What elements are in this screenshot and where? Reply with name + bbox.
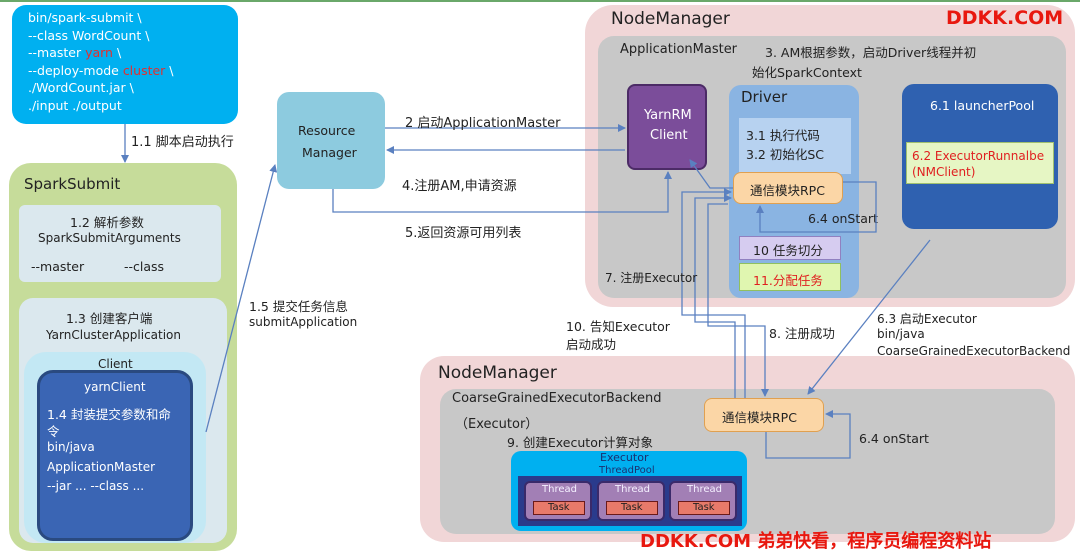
backend-subtitle: （Executor） [455,417,539,432]
task-assign-label: 11.分配任务 [753,273,823,288]
task-split-label: 10 任务切分 [753,243,823,258]
edge-notify-started [694,194,736,398]
edge-label-10b: 启动成功 [566,337,617,352]
encap-line-2: 令 [47,424,60,439]
thread-label: Thread [615,484,650,495]
edge-driver-onstart [756,181,877,233]
yarn-client-label: yarnClient [84,380,146,394]
edge-label-7: 7. 注册Executor [605,271,698,285]
thread-pool-label: ThreadPool [599,465,655,476]
edge-label-5: 5.返回资源可用列表 [405,226,522,241]
watermark-top: DDKK.COM [946,7,1064,29]
rm-label-2: Manager [302,145,357,160]
task-label: Task [693,502,715,513]
parse-args-box [19,205,221,282]
master-value: yarn [85,45,113,60]
task-box [533,501,585,515]
edge-return-resources [332,171,672,213]
edge-label-10a: 10. 告知Executor [566,319,670,334]
launcher-pool-label: 6.1 launcherPool [930,98,1035,113]
edge-start-executor [807,239,931,395]
spark-submit-command: bin/spark-submit \ --class WordCount \ -… [12,5,238,124]
edge-label-2: 2 启动ApplicationMaster [405,116,561,131]
cmd-line-1: bin/spark-submit \ [28,10,142,25]
create-client-title: 1.3 创建客户端 [66,311,153,326]
parse-args-title: 1.2 解析参数 [70,215,144,230]
edge-label-6-3b: bin/java [877,327,925,341]
executor-label: Executor [600,451,649,464]
parse-args-class: SparkSubmitArguments [38,231,181,245]
edge-label-1-5a: 1.5 提交任务信息 [249,299,348,314]
edge-label-6-3c: CoarseGrainedExecutorBackend [877,344,1071,358]
task-split-box [739,236,841,260]
step3-line2: 始化SparkContext [752,65,862,80]
spark-submit-title: SparkSubmit [24,175,121,193]
opt-class: --class [124,259,165,274]
watermark-bottom: DDKK.COM 弟弟快看，程序员编程资料站 [640,531,992,552]
backend-rpc-box [704,398,824,432]
yarn-client-box [37,370,193,541]
rm-label-1: Resource [298,123,356,138]
yarnrm-label-1: YarnRM [644,108,692,123]
cmd-line-2: --class WordCount \ [28,27,150,43]
am-title: ApplicationMaster [620,42,738,57]
edge-label-4: 4.注册AM,申请资源 [402,179,517,194]
backend-onstart-label: 6.4 onStart [859,431,929,446]
backend-rpc-label: 通信模块RPC [722,410,797,425]
edge-backend-onstart [765,410,851,459]
driver-step-3-1: 3.1 执行代码 [746,128,820,143]
driver-title: Driver [741,88,788,106]
edge-label-1-1: 1.1 脚本启动执行 [131,135,234,150]
step3-line1: 3. AM根据参数，启动Driver线程并初 [765,45,977,60]
task-label: Task [621,502,643,513]
edge-label-8: 8. 注册成功 [769,326,835,341]
create-client-class: YarnClusterApplication [46,328,181,342]
task-box [606,501,658,515]
java-cmd: bin/java [47,440,95,454]
cmd-line-3: --master yarn \ [28,45,122,60]
task-assign-box [739,263,841,291]
am-cmd: ApplicationMaster [47,460,156,474]
top-divider [0,0,1080,2]
resource-manager-box [277,92,385,189]
cmd-line-4: --deploy-mode cluster \ [28,62,174,78]
edge-submit-application [205,164,278,433]
runnable-label-2: (NMClient) [912,165,976,179]
thread-label: Thread [687,484,722,495]
edge-register-executor [681,188,746,398]
executor-runnable-box [906,142,1054,184]
yarnrm-client-box [627,84,707,170]
encap-line-1: 1.4 封装提交参数和命 [47,407,171,422]
edge-rpc-to-yarnrm [689,159,733,189]
yarnrm-label-2: Client [650,128,688,143]
cmd-line-6: ./input ./output [28,97,122,113]
node-manager-1-title: NodeManager [611,9,730,29]
edge-register-success [707,203,769,397]
deploy-mode-value: cluster [122,62,166,78]
cmd-line-5: ./WordCount.jar \ [28,80,134,95]
driver-steps-box [739,118,851,174]
step9-label: 9. 创建Executor计算对象 [507,435,653,450]
task-box [678,501,730,515]
client-label: Client [98,357,133,371]
driver-rpc-box [733,172,843,204]
thread-label: Thread [542,484,577,495]
task-label: Task [548,502,570,513]
driver-step-3-2: 3.2 初始化SC [746,147,825,162]
jar-cmd: --jar ... --class ... [47,479,145,493]
node-manager-2-title: NodeManager [438,363,557,383]
driver-onstart-label: 6.4 onStart [808,211,878,226]
backend-title: CoarseGrainedExecutorBackend [452,391,662,406]
edge-label-6-3a: 6.3 启动Executor [877,312,977,326]
runnable-label-1: 6.2 ExecutorRunnalbe [912,149,1045,163]
edge-label-1-5b: submitApplication [249,315,358,329]
driver-rpc-label: 通信模块RPC [750,183,825,198]
opt-master: --master [31,259,85,274]
